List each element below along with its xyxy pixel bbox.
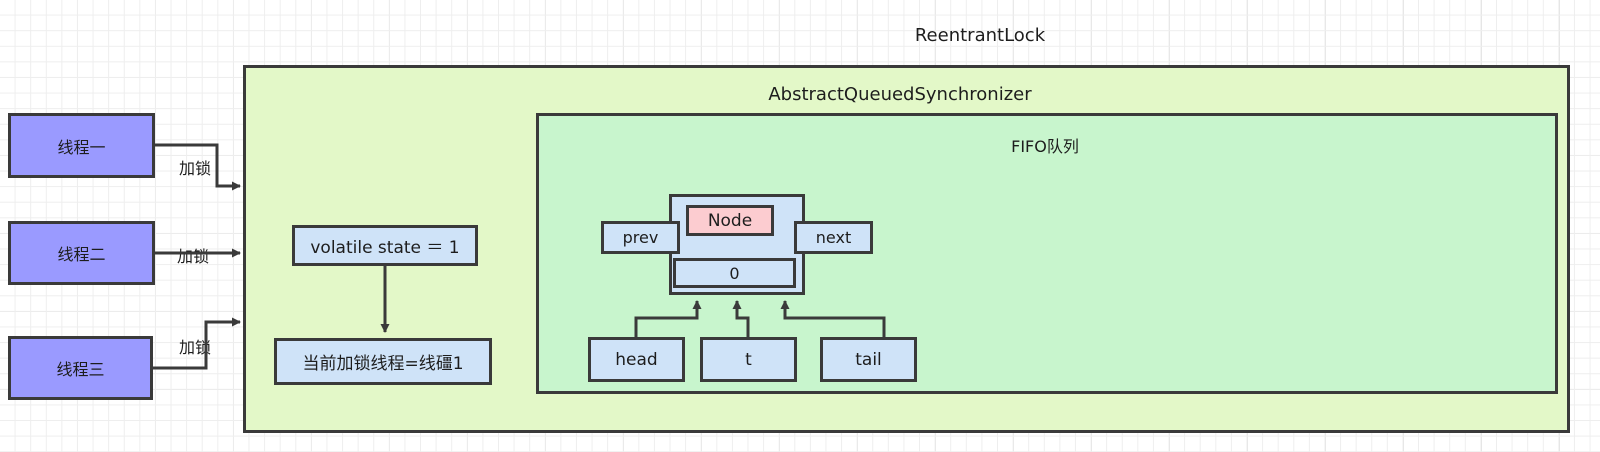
lock-edge-label-2: 加锁 [177,247,210,266]
node-title-box[interactable]: Node [686,205,774,236]
volatile-state-box[interactable]: volatile state ＝ 1 [292,225,478,266]
node-next-box[interactable]: next [794,221,873,254]
node-prev-box[interactable]: prev [601,221,680,254]
lock-edge-label-1: 加锁 [179,159,212,178]
fifo-queue-title: FIFO队列 [1011,137,1079,156]
thread-box-2[interactable]: 线程二 [8,221,155,285]
thread-box-1[interactable]: 线程一 [8,113,155,178]
current-owner-thread-box[interactable]: 当前加锁线程=线礓1 [274,338,492,385]
pointer-box-tail[interactable]: tail [820,337,917,382]
pointer-box-head[interactable]: head [588,337,685,382]
lock-edge-label-3: 加锁 [179,338,212,357]
node-waitstatus-box[interactable]: 0 [673,258,796,288]
reentrantlock-title: ReentrantLock [914,25,1046,46]
pointer-box-t[interactable]: t [700,337,797,382]
thread-box-3[interactable]: 线程三 [8,336,153,400]
abstractqueuedsynchronizer-title: AbstractQueuedSynchronizer [768,84,1032,105]
